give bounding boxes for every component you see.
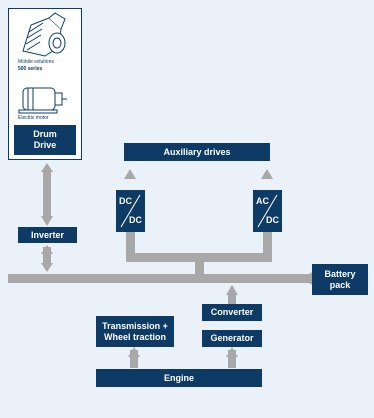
- ac-dc-bottom-label: DC: [266, 215, 279, 225]
- arrowhead-inverter-bottom: [41, 245, 53, 254]
- auxiliary-drives-box: Auxiliary drives: [124, 143, 270, 161]
- ac-dc-divider: [257, 194, 278, 228]
- dc-dc-down-connector: [126, 232, 135, 258]
- arrowhead-inverter-top: [41, 216, 53, 226]
- dc-dc-divider: [120, 194, 141, 228]
- drum-drive-card: Mobile solutions 500 series Electric mot…: [8, 8, 82, 160]
- electric-motor-caption: Electric motor: [18, 115, 49, 121]
- arrowhead-dc-dc: [124, 169, 136, 179]
- battery-line2: pack: [329, 279, 351, 290]
- card-series-label: 500 series: [18, 66, 43, 72]
- inverter-down-connector: [43, 247, 51, 265]
- battery-line1: Battery: [324, 268, 356, 279]
- transmission-line1: Transmission +: [102, 320, 168, 331]
- arrowhead-main-bus: [41, 263, 53, 272]
- generator-label: Generator: [210, 333, 254, 343]
- electric-motor-icon: [18, 87, 67, 114]
- inverter-label: Inverter: [30, 229, 65, 240]
- transmission-engine-connector: [130, 350, 138, 368]
- drum-inverter-connector: [43, 170, 51, 218]
- arrowhead-transmission: [128, 347, 140, 357]
- arrowhead-drum: [41, 163, 53, 172]
- card-caption-line1: Mobile solutions: [18, 59, 54, 65]
- battery-pack-box: Battery pack: [312, 264, 368, 295]
- drum-drive-title-line2: Drive: [33, 140, 57, 150]
- drum-drive-title: Drum Drive: [14, 125, 76, 155]
- inverter-box: Inverter: [18, 227, 77, 243]
- dc-dc-bottom-label: DC: [129, 215, 142, 225]
- generator-engine-connector: [228, 350, 236, 368]
- dc-dc-top-label: DC: [119, 196, 132, 206]
- arrowhead-ac-dc: [261, 169, 273, 179]
- transmission-box: Transmission + Wheel traction: [96, 316, 174, 347]
- ac-dc-converter-box: AC DC: [253, 190, 282, 232]
- arrowhead-generator: [226, 347, 238, 357]
- aux-to-main-connector: [195, 253, 204, 279]
- main-bus-line: [8, 274, 310, 283]
- dc-dc-converter-box: DC DC: [116, 190, 145, 232]
- converter-up-connector: [228, 294, 236, 304]
- drum-drive-title-line1: Drum: [33, 129, 57, 139]
- converter-box: Converter: [202, 304, 262, 321]
- motor-unit-icon: [22, 12, 66, 57]
- engine-box: Engine: [96, 369, 262, 387]
- engine-label: Engine: [163, 372, 194, 383]
- arrowhead-converter: [226, 285, 238, 295]
- ac-dc-down-connector: [263, 232, 272, 258]
- ac-dc-top-label: AC: [256, 196, 269, 206]
- auxiliary-drives-label: Auxiliary drives: [163, 146, 231, 157]
- transmission-line2: Wheel traction: [103, 331, 166, 342]
- generator-box: Generator: [202, 330, 262, 347]
- converter-label: Converter: [210, 307, 254, 317]
